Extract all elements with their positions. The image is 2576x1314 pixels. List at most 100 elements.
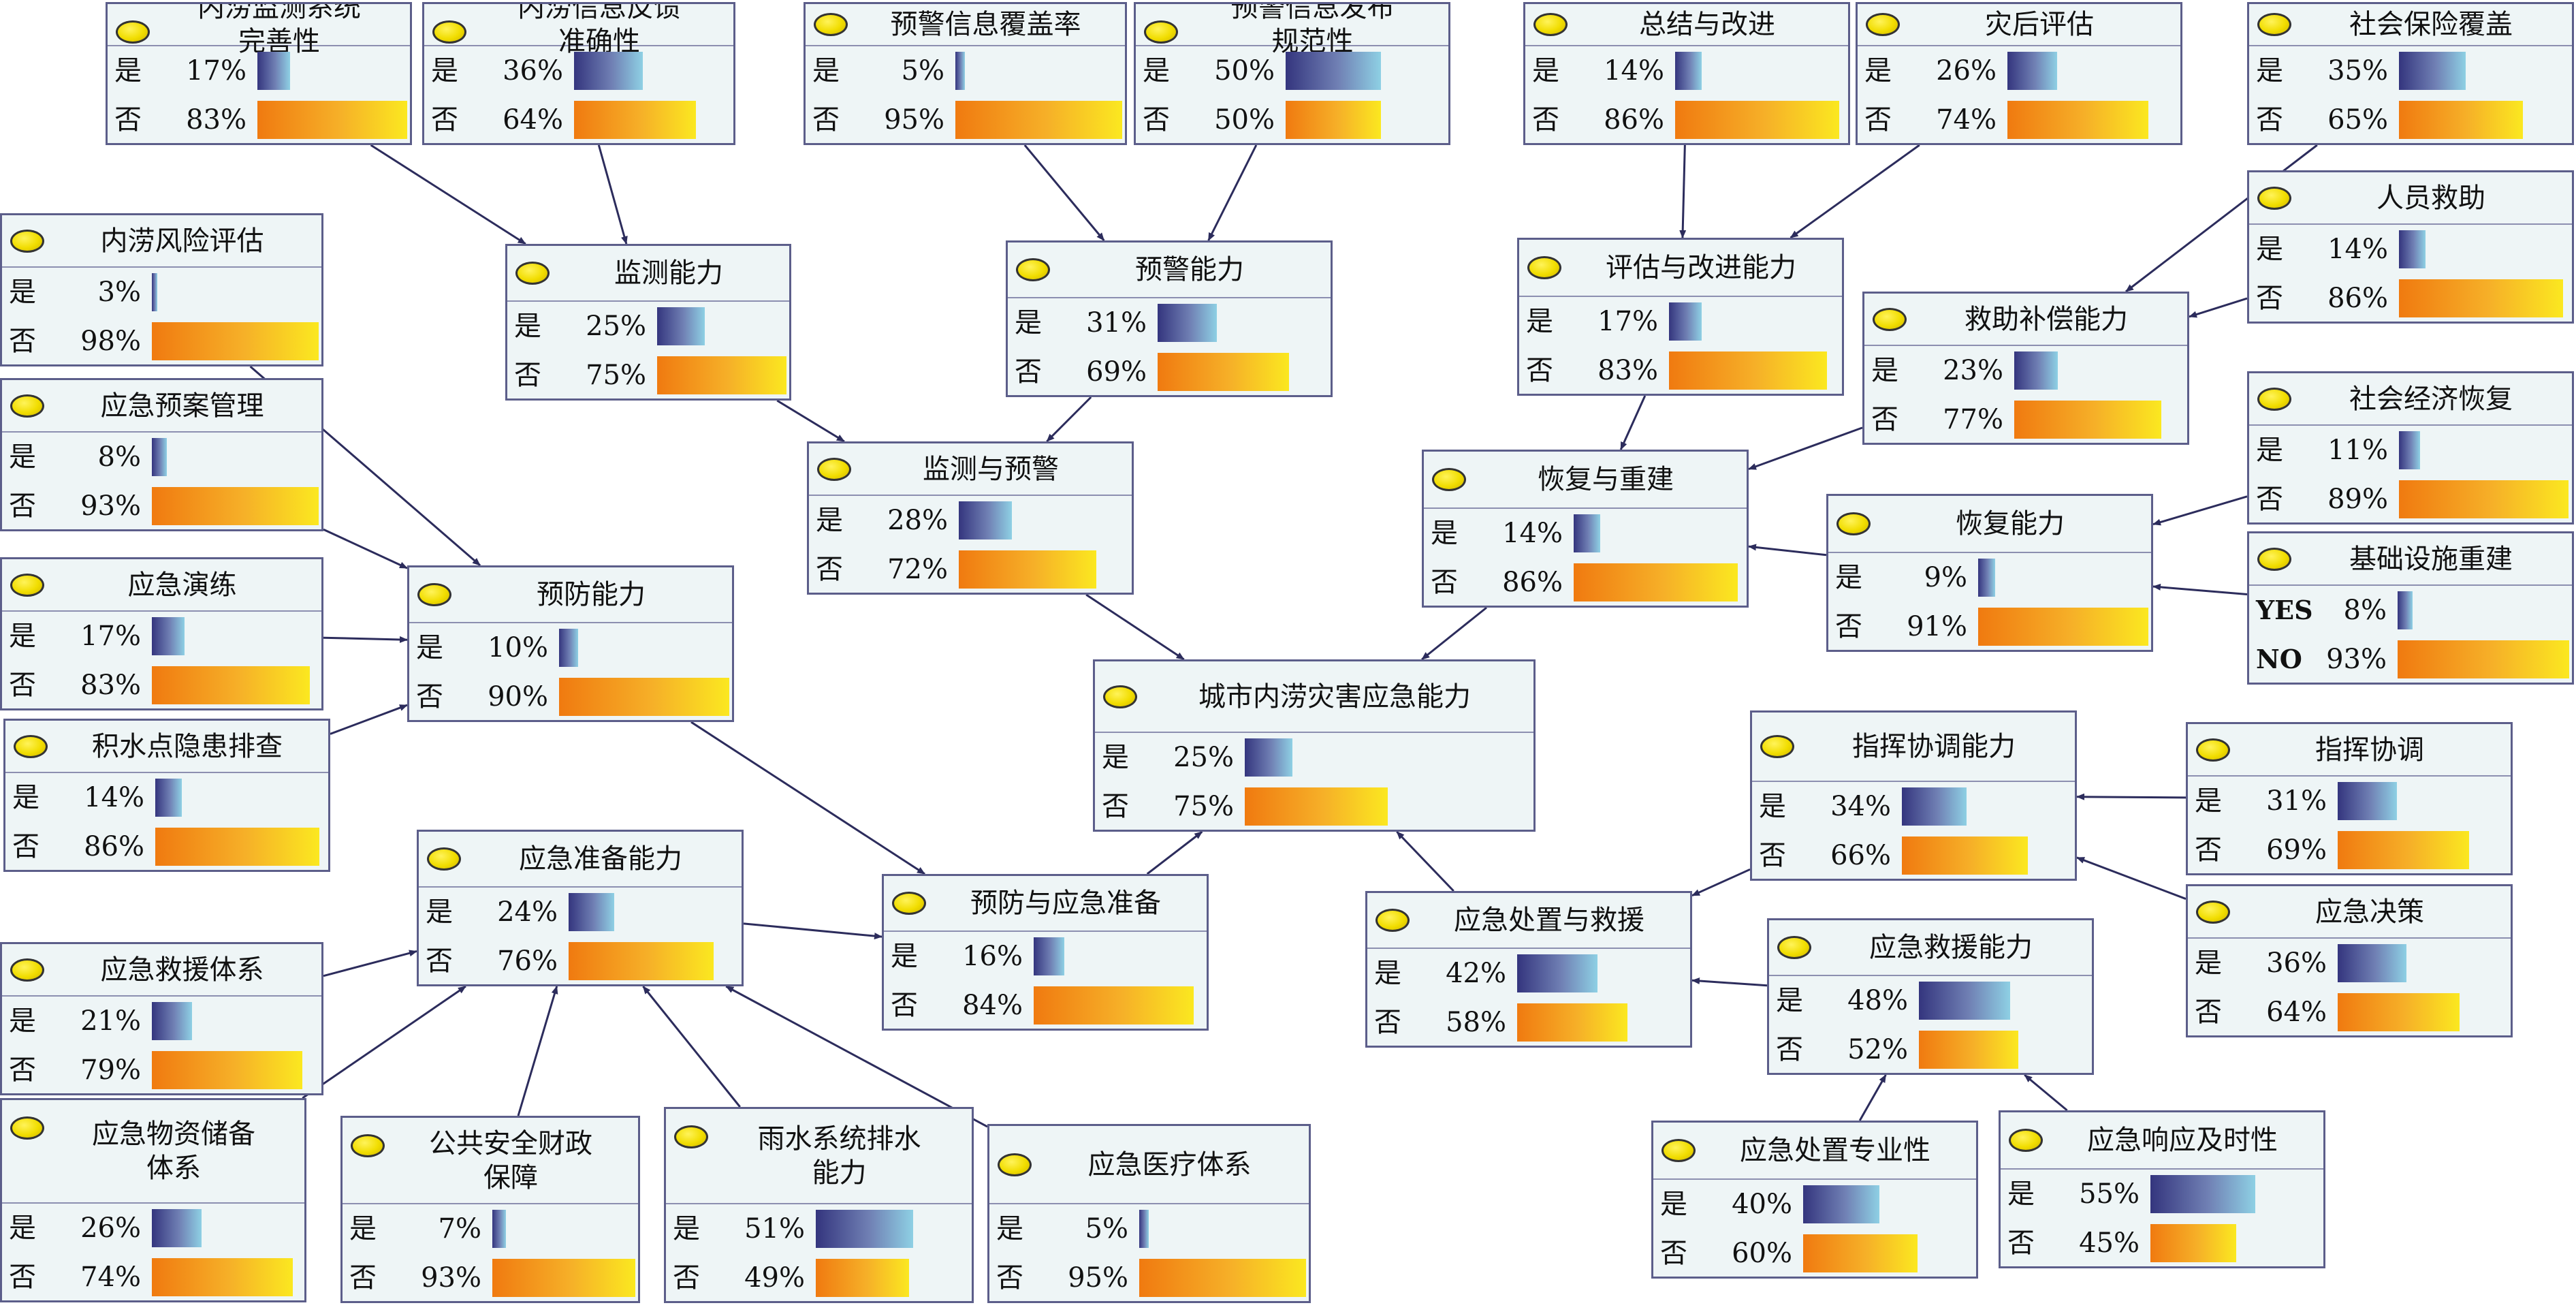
state-percent-yes: 16% bbox=[962, 941, 1023, 972]
state-label-yes: 是 bbox=[2256, 55, 2283, 87]
state-percent-no: 75% bbox=[586, 360, 646, 391]
node-header: 灾后评估 bbox=[1858, 4, 2180, 46]
state-percent-yes: 21% bbox=[80, 1005, 141, 1037]
state-label-no: 否 bbox=[816, 554, 843, 585]
state-label-yes: 是 bbox=[9, 277, 36, 308]
status-lamp-icon bbox=[10, 958, 44, 982]
state-label-yes: 是 bbox=[1871, 355, 1898, 386]
edge-n32-to-n26 bbox=[302, 985, 466, 1099]
node-title: 恢复与重建 bbox=[1538, 464, 1674, 495]
state-percent-no: 86% bbox=[1502, 567, 1563, 598]
probability-bar-yes bbox=[1919, 982, 2011, 1020]
state-percent-no: 93% bbox=[80, 490, 141, 522]
probability-bar-no bbox=[1574, 563, 1738, 601]
node-title: 应急医疗体系 bbox=[1087, 1148, 1252, 1180]
state-label-no: 否 bbox=[891, 990, 918, 1021]
probability-bar-yes bbox=[2338, 944, 2406, 982]
node-header: 应急医疗体系 bbox=[989, 1126, 1309, 1204]
state-percent-yes: 5% bbox=[901, 55, 944, 87]
node-title: 内涝风险评估 bbox=[100, 225, 264, 257]
state-percent-yes: 14% bbox=[2327, 234, 2388, 265]
status-lamp-icon bbox=[1777, 936, 1811, 959]
probability-bar-yes bbox=[492, 1210, 506, 1248]
status-lamp-icon bbox=[892, 892, 926, 915]
state-label-no: 否 bbox=[349, 1262, 377, 1294]
state-label-no: 否 bbox=[1532, 104, 1559, 136]
node-header: 雨水系统排水 能力 bbox=[666, 1109, 972, 1204]
node-title: 应急预案管理 bbox=[100, 390, 264, 422]
node-header: 评估与改进能力 bbox=[1519, 240, 1842, 297]
probability-bar-no bbox=[1517, 1003, 1628, 1042]
probability-bar-yes bbox=[152, 273, 158, 311]
node-header: 预防能力 bbox=[409, 567, 732, 623]
node-title: 指挥协调能力 bbox=[1852, 731, 2016, 762]
state-percent-no: 89% bbox=[2327, 484, 2388, 515]
status-lamp-icon bbox=[1873, 307, 1907, 331]
status-lamp-icon bbox=[515, 262, 550, 285]
state-percent-no: 60% bbox=[1732, 1238, 1792, 1269]
state-label-yes: 是 bbox=[2195, 948, 2222, 979]
edge-n28-to-n22 bbox=[1396, 830, 1454, 892]
edge-n24-to-n28 bbox=[1691, 868, 1751, 897]
status-lamp-icon bbox=[417, 583, 451, 606]
state-percent-yes: 9% bbox=[1924, 562, 1967, 593]
state-label-yes: 是 bbox=[1526, 306, 1553, 337]
probability-bar-no bbox=[257, 101, 407, 139]
edge-n10-to-n15 bbox=[1046, 396, 1092, 443]
state-label-yes: 是 bbox=[1015, 307, 1042, 339]
state-percent-no: 95% bbox=[1068, 1262, 1128, 1294]
